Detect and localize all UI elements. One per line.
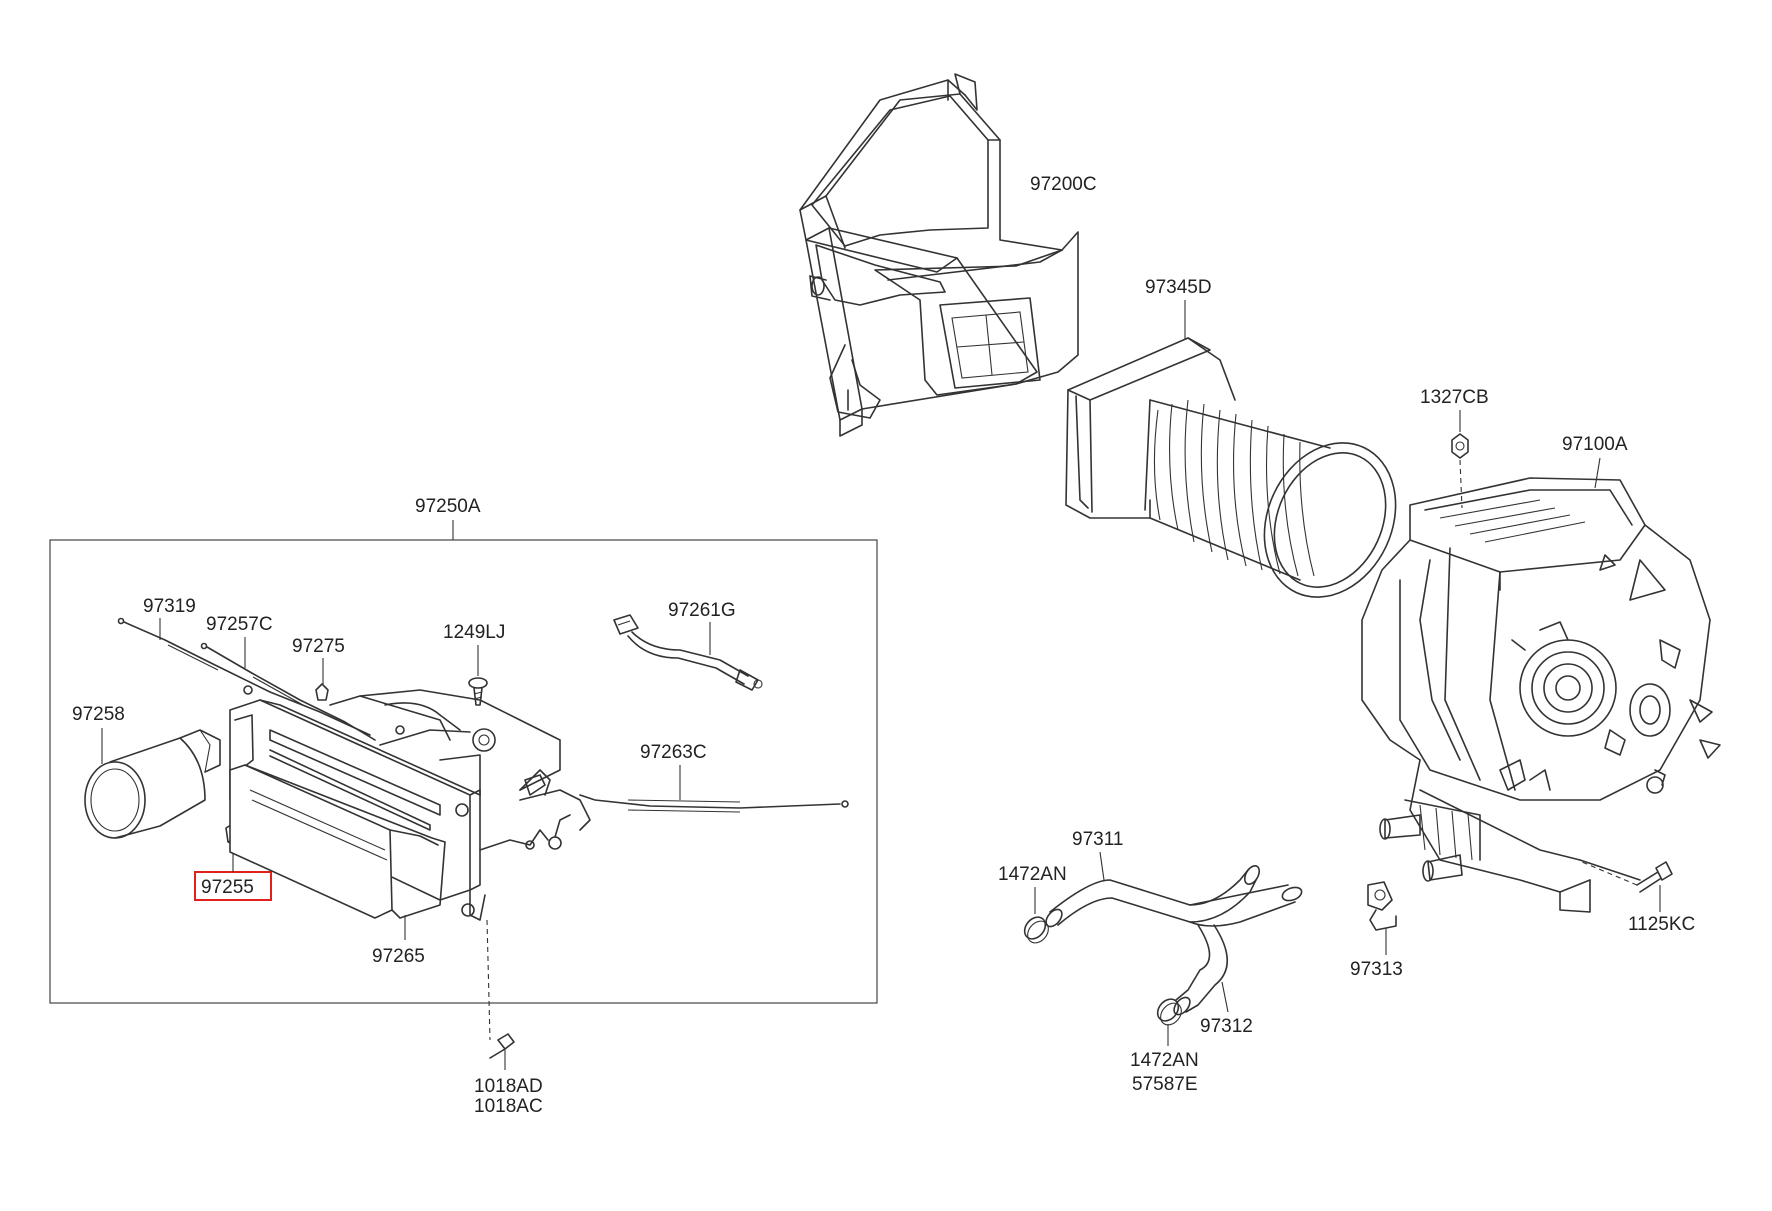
label-97311: 97311 <box>1072 829 1123 850</box>
label-97200C: 97200C <box>1030 174 1097 195</box>
label-97258: 97258 <box>72 704 125 725</box>
nut-1327CB[interactable] <box>1451 433 1469 459</box>
harness-97261G[interactable] <box>613 614 763 691</box>
label-57587E: 57587E <box>1132 1074 1198 1095</box>
screw-1249LJ[interactable] <box>468 677 488 706</box>
clip-97313[interactable] <box>1367 881 1397 931</box>
clamp-1472AN-upper[interactable] <box>1020 913 1052 947</box>
label-97261G: 97261G <box>668 600 736 621</box>
label-97319: 97319 <box>143 596 196 617</box>
duct-97200C[interactable] <box>799 73 1079 437</box>
assembly-box-97250A <box>49 539 878 1004</box>
leader-97312 <box>1221 981 1229 1013</box>
label-97255: 97255 <box>201 877 254 898</box>
hose-97311[interactable] <box>1043 863 1303 929</box>
label-97345D: 97345D <box>1145 277 1212 298</box>
knob-97258[interactable] <box>84 729 221 839</box>
label-97313: 97313 <box>1350 959 1403 980</box>
label-1018AD: 1018AD <box>474 1076 543 1097</box>
label-97250A: 97250A <box>415 496 481 517</box>
dash-1327CB <box>1459 459 1463 509</box>
leader-97311 <box>1099 851 1105 881</box>
label-1018AC: 1018AC <box>474 1096 543 1117</box>
control-body[interactable] <box>229 689 591 921</box>
cable-97319[interactable] <box>117 617 371 736</box>
hose-97312[interactable] <box>1171 924 1228 1018</box>
heater-unit-97100A[interactable] <box>1361 477 1721 913</box>
label-1472AN-upper: 1472AN <box>998 864 1067 885</box>
label-97312: 97312 <box>1200 1016 1253 1037</box>
screw-1018AD[interactable] <box>489 1033 515 1059</box>
panel-97265[interactable] <box>229 764 446 919</box>
label-1125KC: 1125KC <box>1628 914 1695 935</box>
clip-97275[interactable] <box>315 683 329 701</box>
label-97257C: 97257C <box>206 614 273 635</box>
leader-97100A <box>1594 457 1601 489</box>
label-97265: 97265 <box>372 946 425 967</box>
label-1327CB: 1327CB <box>1420 387 1489 408</box>
bolt-1125KC[interactable] <box>1636 861 1673 893</box>
label-97263C: 97263C <box>640 742 707 763</box>
dash-1125KC <box>1581 861 1638 886</box>
label-97100A: 97100A <box>1562 434 1628 455</box>
cable-97263C[interactable] <box>579 794 849 813</box>
label-97275: 97275 <box>292 636 345 657</box>
label-1249LJ: 1249LJ <box>443 622 505 643</box>
hose-97345D[interactable] <box>1065 337 1420 619</box>
label-1472AN-lower: 1472AN <box>1130 1050 1199 1071</box>
dash-1018AD <box>486 919 491 1041</box>
cable-97257C[interactable] <box>200 642 376 741</box>
clamp-1472AN-lower[interactable] <box>1153 995 1185 1029</box>
